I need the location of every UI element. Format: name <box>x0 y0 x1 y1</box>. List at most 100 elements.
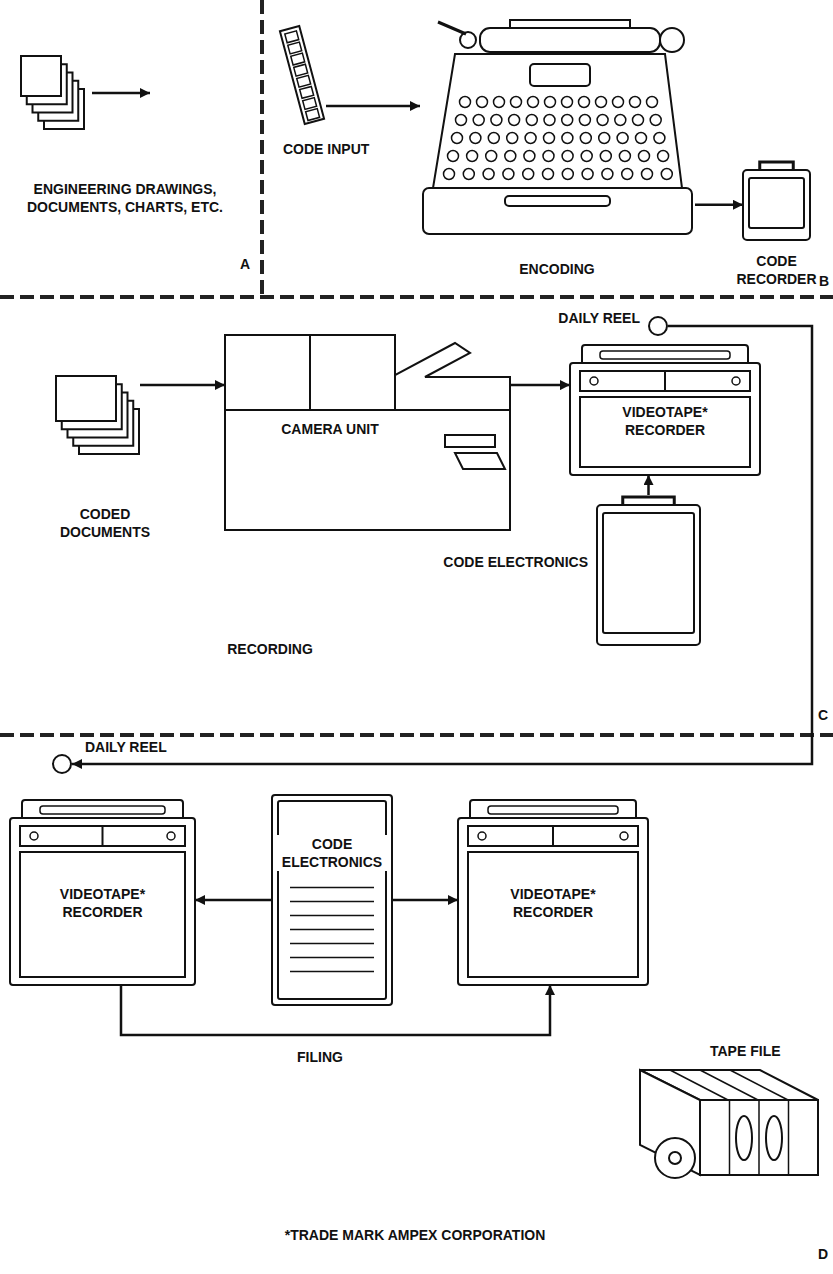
typewriter-key <box>545 97 556 108</box>
typewriter-key <box>630 97 641 108</box>
node-illustration <box>743 160 810 240</box>
flow-connector <box>72 326 812 764</box>
section-divider <box>0 733 833 737</box>
electronics-panel <box>278 801 386 999</box>
code-cell <box>291 53 305 65</box>
file-divider <box>758 1100 760 1175</box>
stage-caption: RECORDING <box>227 640 313 658</box>
typewriter-key <box>596 97 607 108</box>
item-label: DAILY REEL <box>530 309 640 327</box>
code-cell <box>300 86 314 98</box>
section-letter: D <box>818 1245 828 1263</box>
typewriter-key <box>448 151 459 162</box>
diagram-node: TAPE FILE <box>640 1040 820 1180</box>
tape-path <box>600 351 730 359</box>
flow-connector <box>510 384 570 387</box>
flow-connector <box>326 105 420 108</box>
diagram-node: CODE ELECTRONICS <box>272 795 392 1005</box>
typewriter-key <box>543 151 554 162</box>
file-divider <box>700 1070 758 1100</box>
diagram-node: ENGINEERING DRAWINGS, DOCUMENTS, CHARTS,… <box>20 55 85 130</box>
flow-connector <box>140 384 225 387</box>
diagram-node: ENCODING <box>420 20 695 240</box>
typewriter-key <box>622 169 633 180</box>
cabinet-seam <box>309 335 311 410</box>
typewriter-key <box>505 151 516 162</box>
section-letter: B <box>819 272 829 290</box>
reel-hub <box>669 1152 681 1164</box>
tape-reel <box>53 755 71 773</box>
typewriter-key <box>562 169 573 180</box>
typewriter-key <box>483 169 494 180</box>
typewriter-key <box>650 115 661 126</box>
recorder-door <box>20 852 185 977</box>
electronics-cabinet <box>272 795 392 1005</box>
diagram-node: DAILY REEL <box>648 316 668 336</box>
typewriter-key <box>647 97 658 108</box>
output-tray <box>455 453 505 469</box>
filed-reel <box>766 1116 782 1160</box>
typewriter-key <box>642 169 653 180</box>
camera-cabinet <box>225 335 395 410</box>
cabinet-panel <box>603 513 694 633</box>
space-bar <box>505 196 610 206</box>
typewriter-key <box>470 133 481 144</box>
item-label: CODE INPUT <box>283 140 413 158</box>
output-slot <box>445 435 495 447</box>
typewriter-key <box>507 133 518 144</box>
node-illustration <box>648 316 668 336</box>
typewriter-key <box>658 151 669 162</box>
platen <box>480 28 660 52</box>
file-divider <box>788 1100 790 1175</box>
vent-line <box>290 957 374 959</box>
recorder-door <box>580 397 750 467</box>
diagram-node: DAILY REEL <box>52 754 72 774</box>
vent-line <box>290 929 374 931</box>
typewriter-key <box>613 97 624 108</box>
typewriter-key <box>562 115 573 126</box>
recorder-cabinet <box>10 818 195 985</box>
code-strip <box>280 26 324 124</box>
node-label: VIDEOTAPE* RECORDER <box>480 885 626 921</box>
typewriter-key <box>633 115 644 126</box>
control-knob <box>732 377 740 385</box>
typewriter-key <box>491 115 502 126</box>
cabinet-handle <box>623 497 675 505</box>
cabinet-body <box>597 505 700 645</box>
typewriter-key <box>525 133 536 144</box>
typewriter-key <box>528 97 539 108</box>
diagram-node: CODE RECORDER <box>743 160 810 240</box>
tape-reel <box>649 317 667 335</box>
typewriter-key <box>526 115 537 126</box>
diagram-node: VIDEOTAPE* RECORDER <box>570 345 760 475</box>
flow-connector <box>195 899 272 902</box>
typewriter-key <box>544 115 555 126</box>
typewriter-key <box>467 151 478 162</box>
platen-knob <box>460 32 476 48</box>
item-label: ENGINEERING DRAWINGS, DOCUMENTS, CHARTS,… <box>10 180 240 216</box>
document-sheet <box>21 56 61 96</box>
node-illustration <box>55 375 140 455</box>
typewriter-key <box>444 169 455 180</box>
vent-line <box>290 971 374 973</box>
diagram-node: CAMERA UNIT <box>225 335 510 530</box>
code-cell <box>306 109 320 121</box>
item-label: TAPE FILE <box>710 1042 815 1060</box>
typewriter-key <box>562 133 573 144</box>
recorder-cabinet <box>458 818 648 985</box>
diagram-node: VIDEOTAPE* RECORDER <box>458 800 648 985</box>
typewriter-key <box>617 133 628 144</box>
panel-divider <box>664 371 666 391</box>
typewriter-key <box>543 169 554 180</box>
node-label: VIDEOTAPE* RECORDER <box>590 403 740 439</box>
typewriter-key <box>639 151 650 162</box>
flow-arrow <box>92 92 150 95</box>
typewriter-key <box>615 115 626 126</box>
typewriter-key <box>582 169 593 180</box>
typewriter-key <box>654 133 665 144</box>
typewriter-key <box>463 169 474 180</box>
typewriter-body <box>433 54 682 188</box>
section-divider <box>260 0 264 297</box>
control-panel <box>580 371 750 391</box>
typewriter-key <box>503 169 514 180</box>
